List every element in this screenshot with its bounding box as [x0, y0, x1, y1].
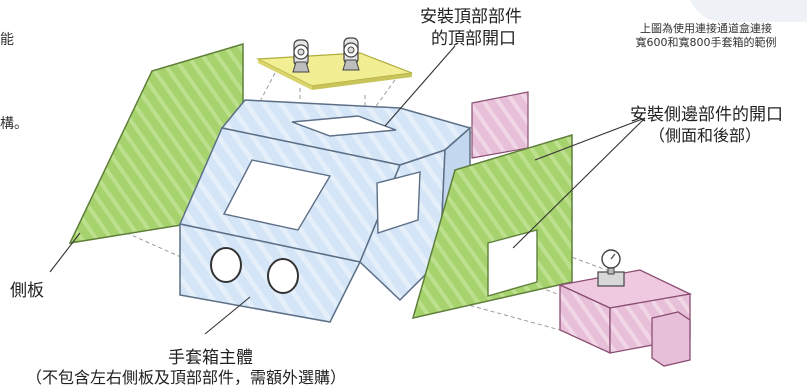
glove-port-right: [267, 258, 299, 294]
example-caption: 上圖為使用連接通道盒連接 寬600和寬800手套箱的範例: [618, 22, 794, 50]
top-valve-left: [292, 39, 310, 73]
side-opening: [487, 229, 538, 297]
example-caption-line2: 寬600和寬800手套箱的範例: [635, 36, 777, 49]
top-opening-label-line2: 的頂部開口: [431, 29, 516, 49]
top-valve-right: [342, 37, 360, 71]
top-part: [255, 37, 413, 90]
side-panel-label: 側板: [10, 281, 44, 301]
top-opening-label-line1: 安裝頂部部件: [420, 7, 522, 27]
side-opening-label-line1: 安裝側邊部件的開口: [630, 105, 783, 125]
glovebox-main-body: [178, 99, 472, 323]
pink-side-part: [557, 249, 693, 367]
main-body-label-line1: 手套箱主體: [168, 348, 253, 368]
rear-pink-panel: [471, 91, 529, 159]
glove-port-left: [210, 247, 242, 283]
leader-lines: [49, 45, 646, 335]
example-caption-line1: 上圖為使用連接通道盒連接: [640, 22, 772, 35]
side-opening-label-line2: （側面和後部）: [649, 126, 762, 145]
right-side-panel: [411, 133, 573, 320]
corner-arc: [690, 0, 807, 22]
main-body-label-line2: （不包含左右側板及頂部部件，需額外選購）: [26, 368, 347, 387]
left-edge-text-1: 能: [0, 32, 14, 48]
left-edge-text-2: 構。: [0, 116, 28, 132]
